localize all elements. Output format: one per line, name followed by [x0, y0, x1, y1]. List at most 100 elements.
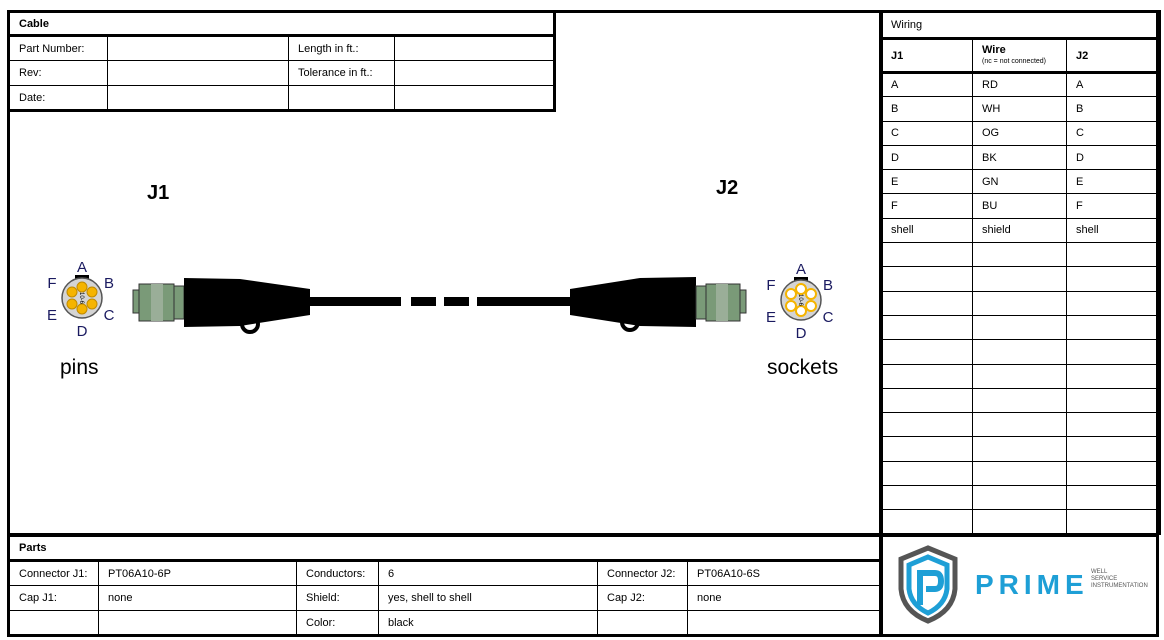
wiring-j1-cell[interactable]: [881, 436, 973, 462]
wiring-j2-cell[interactable]: B: [1065, 96, 1162, 122]
wiring-j2-cell[interactable]: E: [1065, 169, 1162, 195]
wiring-j2-cell[interactable]: [1065, 509, 1162, 535]
wiring-wire-cell[interactable]: [972, 242, 1067, 268]
socket: [805, 288, 817, 300]
wiring-j1-cell[interactable]: [881, 509, 973, 535]
wiring-wire-cell[interactable]: [972, 509, 1067, 535]
wiring-j2-cell[interactable]: C: [1065, 120, 1162, 146]
wiring-j2-cell[interactable]: [1065, 242, 1162, 268]
socket: [795, 283, 807, 295]
parts-value[interactable]: none: [687, 585, 883, 611]
pin-letter: C: [104, 307, 115, 324]
col-j2: J2: [1065, 38, 1162, 74]
wiring-j2-cell[interactable]: [1065, 314, 1162, 341]
wiring-j1-cell[interactable]: [881, 363, 973, 389]
wiring-j2-cell[interactable]: [1065, 460, 1162, 487]
wiring-j2-cell[interactable]: [1065, 339, 1162, 365]
wiring-j1-cell[interactable]: shell: [881, 217, 973, 244]
wiring-j1-cell[interactable]: [881, 387, 973, 414]
wiring-j1-cell[interactable]: [881, 485, 973, 511]
wiring-row: [881, 290, 1162, 316]
wiring-j1-cell[interactable]: C: [881, 120, 973, 146]
wiring-wire-cell[interactable]: RD: [972, 71, 1067, 98]
length-label: Length in ft.:: [288, 35, 395, 61]
wiring-j2-cell[interactable]: A: [1065, 71, 1162, 98]
wiring-j1-cell[interactable]: A: [881, 71, 973, 98]
wiring-j2-cell[interactable]: [1065, 290, 1162, 316]
wiring-wire-cell[interactable]: [972, 290, 1067, 316]
insert-code: 10-6: [78, 292, 84, 305]
wiring-j2-cell[interactable]: [1065, 412, 1162, 438]
socket: [795, 305, 807, 317]
rev-field[interactable]: [107, 60, 289, 86]
parts-value[interactable]: PT06A10-6S: [687, 560, 883, 586]
wiring-wire-cell[interactable]: [972, 314, 1067, 341]
wiring-j1-cell[interactable]: F: [881, 193, 973, 219]
wiring-wire-cell[interactable]: BK: [972, 144, 1067, 171]
wiring-j1-cell[interactable]: [881, 339, 973, 365]
pin-letter: F: [47, 275, 56, 292]
wiring-j2-cell[interactable]: [1065, 387, 1162, 414]
wiring-wire-cell[interactable]: GN: [972, 169, 1067, 195]
wiring-row: [881, 266, 1162, 292]
wiring-wire-cell[interactable]: shield: [972, 217, 1067, 244]
pin-letter: A: [796, 261, 806, 278]
parts-value[interactable]: 6: [378, 560, 598, 586]
parts-title: Parts: [7, 535, 883, 562]
wiring-row: [881, 509, 1162, 535]
parts-value[interactable]: none: [98, 585, 297, 611]
wiring-title: Wiring: [880, 10, 1162, 40]
wiring-wire-cell[interactable]: OG: [972, 120, 1067, 146]
wiring-wire-cell[interactable]: [972, 412, 1067, 438]
pin-letter: E: [766, 309, 776, 326]
wiring-wire-cell[interactable]: [972, 266, 1067, 292]
j2-connector-body: [570, 277, 747, 332]
wiring-wire-cell[interactable]: WH: [972, 96, 1067, 122]
wiring-j1-cell[interactable]: [881, 314, 973, 341]
wiring-j2-cell[interactable]: [1065, 266, 1162, 292]
tolerance-field[interactable]: [393, 60, 556, 86]
parts-value[interactable]: [98, 610, 297, 636]
wiring-row: [881, 242, 1162, 268]
wiring-wire-cell[interactable]: [972, 339, 1067, 365]
wiring-j1-cell[interactable]: [881, 290, 973, 316]
wiring-wire-cell[interactable]: [972, 363, 1067, 389]
wiring-j1-cell[interactable]: B: [881, 96, 973, 122]
logo-name: PRIME: [975, 569, 1089, 600]
wiring-j2-cell[interactable]: [1065, 485, 1162, 511]
parts-value[interactable]: yes, shell to shell: [378, 585, 598, 611]
wiring-row: [881, 387, 1162, 414]
wiring-j1-cell[interactable]: D: [881, 144, 973, 171]
key-mark: [75, 275, 89, 279]
wiring-j1-cell[interactable]: [881, 266, 973, 292]
parts-value[interactable]: black: [378, 610, 598, 636]
wiring-j2-cell[interactable]: [1065, 363, 1162, 389]
socket: [805, 300, 817, 312]
j1-connector-body: [132, 278, 310, 334]
wiring-j2-cell[interactable]: shell: [1065, 217, 1162, 244]
wiring-row: [881, 436, 1162, 462]
wiring-j2-cell[interactable]: [1065, 436, 1162, 462]
parts-value[interactable]: [687, 610, 883, 636]
date-field[interactable]: [107, 85, 289, 111]
wiring-wire-cell[interactable]: [972, 460, 1067, 487]
pin-letter: E: [47, 307, 57, 324]
cable-wire: [308, 297, 572, 306]
wiring-wire-cell[interactable]: BU: [972, 193, 1067, 219]
wiring-wire-cell[interactable]: [972, 485, 1067, 511]
wiring-j1-cell[interactable]: [881, 242, 973, 268]
wiring-wire-cell[interactable]: [972, 436, 1067, 462]
parts-label: Connector J2:: [597, 560, 688, 586]
wiring-j1-cell[interactable]: E: [881, 169, 973, 195]
wiring-j2-cell[interactable]: D: [1065, 144, 1162, 171]
wiring-j1-cell[interactable]: [881, 460, 973, 487]
wiring-wire-cell[interactable]: [972, 387, 1067, 414]
parts-value[interactable]: PT06A10-6P: [98, 560, 297, 586]
wiring-j1-cell[interactable]: [881, 412, 973, 438]
wiring-j2-cell[interactable]: F: [1065, 193, 1162, 219]
wiring-row: [881, 485, 1162, 511]
